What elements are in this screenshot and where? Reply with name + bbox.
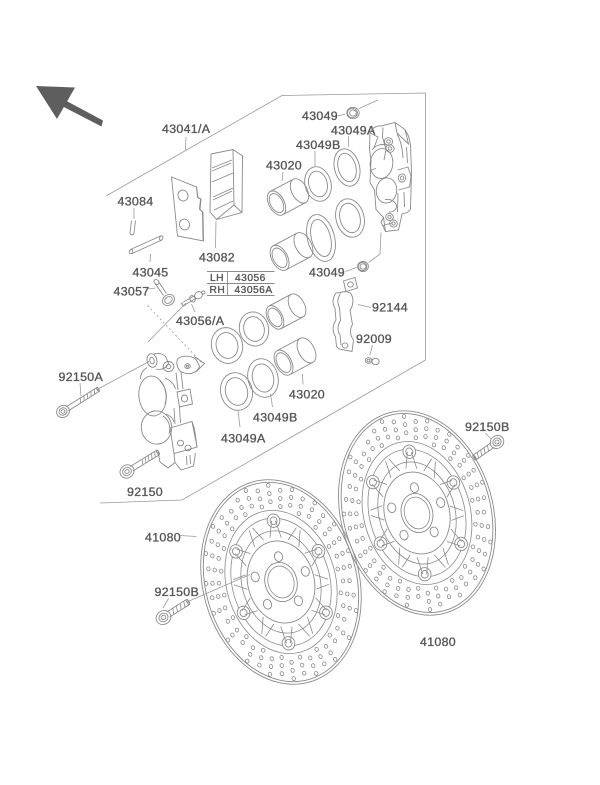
- svg-text:41080: 41080: [420, 635, 456, 649]
- svg-text:43020: 43020: [266, 159, 302, 173]
- svg-text:92144: 92144: [372, 301, 408, 315]
- svg-text:43057: 43057: [114, 285, 150, 299]
- svg-text:43049A: 43049A: [331, 124, 376, 138]
- svg-text:43049: 43049: [302, 109, 338, 123]
- svg-text:43056/A: 43056/A: [176, 314, 225, 328]
- svg-text:43045: 43045: [133, 266, 169, 280]
- svg-text:92150B: 92150B: [465, 420, 510, 434]
- svg-text:92150: 92150: [127, 485, 163, 499]
- svg-text:92150A: 92150A: [59, 370, 104, 384]
- svg-text:43049A: 43049A: [221, 432, 266, 446]
- svg-text:43056A: 43056A: [235, 285, 273, 296]
- svg-text:43049B: 43049B: [253, 411, 298, 425]
- svg-text:43020: 43020: [289, 388, 325, 402]
- svg-text:92150B: 92150B: [155, 585, 200, 599]
- svg-text:43049: 43049: [309, 266, 345, 280]
- svg-text:43084: 43084: [118, 195, 154, 209]
- svg-text:43082: 43082: [199, 251, 235, 265]
- svg-text:RH: RH: [210, 285, 226, 296]
- svg-text:LH: LH: [210, 273, 224, 284]
- svg-text:41080: 41080: [145, 531, 181, 545]
- svg-text:43041/A: 43041/A: [162, 122, 211, 136]
- svg-text:43049B: 43049B: [296, 138, 341, 152]
- svg-text:92009: 92009: [356, 332, 392, 346]
- svg-text:43056: 43056: [235, 273, 266, 284]
